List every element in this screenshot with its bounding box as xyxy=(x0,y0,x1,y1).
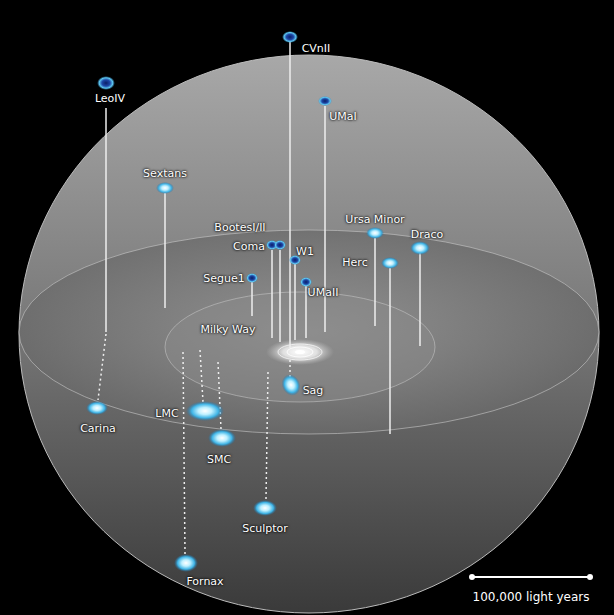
galaxy-label: Segue1 xyxy=(203,272,244,285)
galaxy-label: Carina xyxy=(80,422,116,435)
galaxy-label: Draco xyxy=(411,228,444,241)
galaxy-label: BootesI/II xyxy=(214,221,265,234)
galaxy-label: UMaII xyxy=(308,286,339,299)
scale-bar xyxy=(469,574,593,580)
galaxy-label: SMC xyxy=(207,453,231,466)
galaxy-label: Herc xyxy=(342,256,367,269)
galaxy-label: LeoIV xyxy=(95,92,125,105)
galaxy-label: Sextans xyxy=(143,167,187,180)
galaxy-label: Coma xyxy=(233,240,265,253)
galaxy-label: Fornax xyxy=(186,575,223,588)
galaxy-label: UMaI xyxy=(329,110,357,123)
galaxy-label: Ursa Minor xyxy=(345,213,404,226)
scale-label: 100,000 light years xyxy=(473,591,590,604)
galaxy-label: CVnII xyxy=(302,42,331,55)
galaxy-label: Sag xyxy=(303,384,324,397)
galaxy-label: W1 xyxy=(296,245,314,258)
galaxy-label: Milky Way xyxy=(200,323,255,336)
galaxy-label: Sculptor xyxy=(242,522,288,535)
galaxy-label: LMC xyxy=(155,407,178,420)
